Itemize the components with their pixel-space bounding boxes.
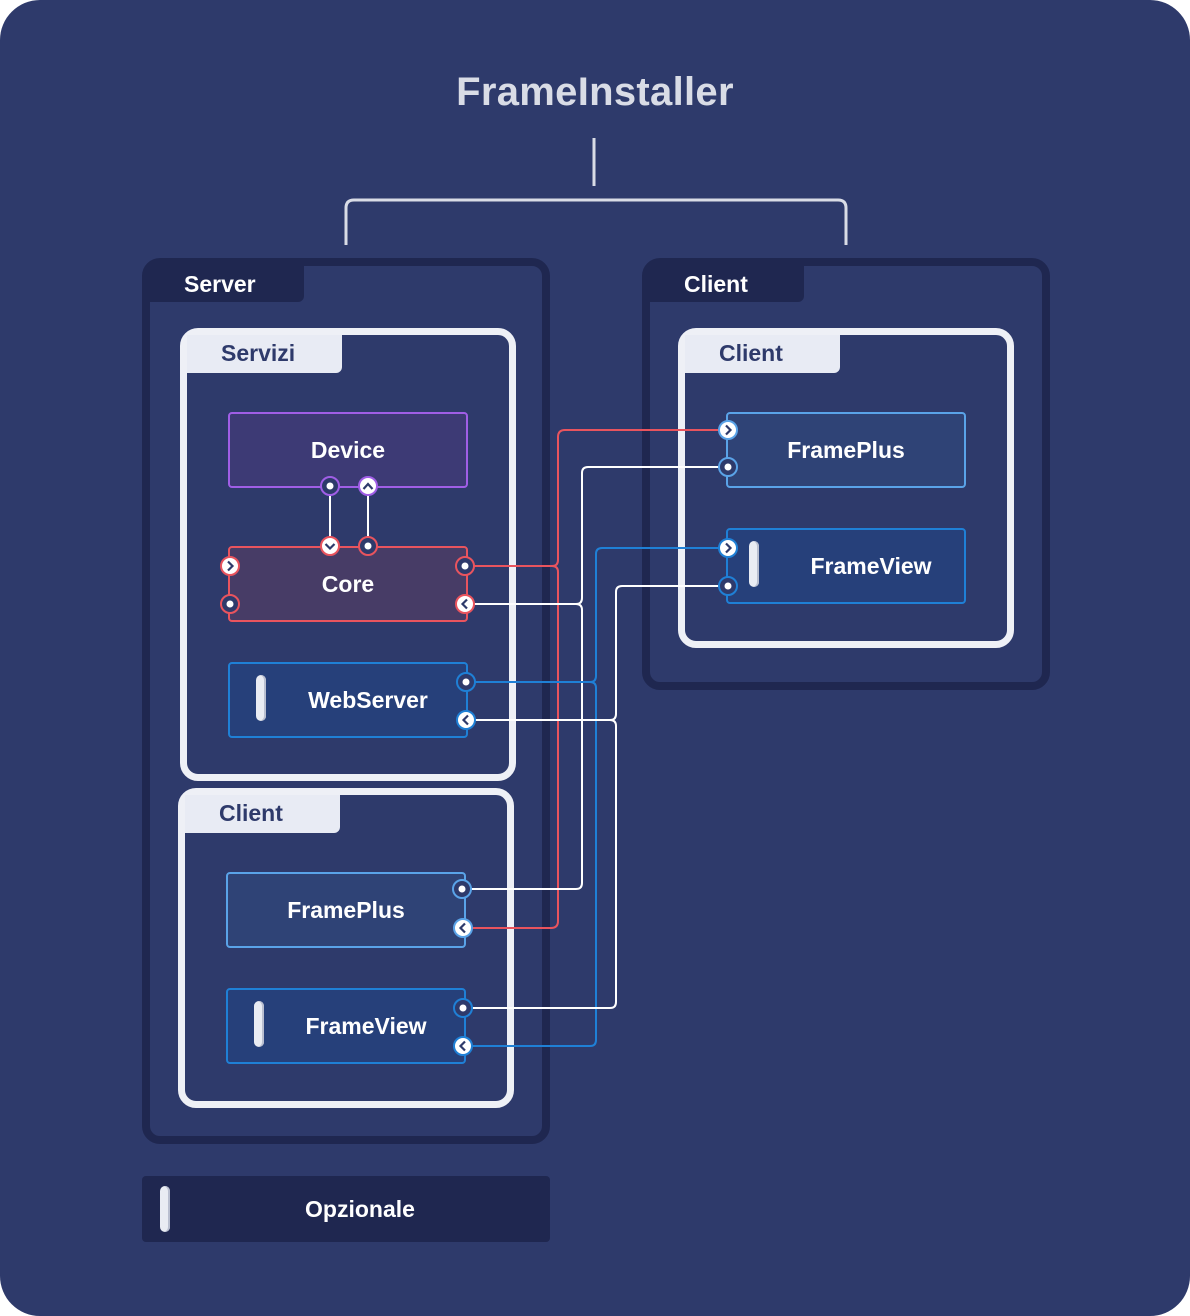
device-node[interactable]: Device	[228, 412, 468, 488]
client-frameview-node[interactable]: FrameView	[726, 528, 966, 604]
client-frameplus-out-port	[718, 457, 738, 477]
server-frameview-node[interactable]: FrameView	[226, 988, 466, 1064]
client-label: Client	[650, 266, 804, 302]
webserver-label: WebServer	[308, 686, 428, 713]
server-frameplus-node[interactable]: FramePlus	[226, 872, 466, 948]
device-in-port	[358, 476, 378, 496]
webserver-out-port	[456, 672, 476, 692]
server-frameview-in-port	[453, 1036, 473, 1056]
server-container: Server	[142, 258, 550, 1144]
client-frameplus-in-port	[718, 420, 738, 440]
core-label: Core	[321, 570, 375, 597]
client-inner-container: Client	[678, 328, 1014, 648]
device-core-connector	[329, 486, 369, 545]
core-out-port-device	[358, 536, 378, 556]
server-frameplus-out-port	[452, 879, 472, 899]
webserver-in-port	[456, 710, 476, 730]
core-left-in-port	[220, 556, 240, 576]
server-frameview-out-port	[453, 998, 473, 1018]
core-in-port-device	[320, 536, 340, 556]
core-right-in-port	[455, 594, 475, 614]
client-container: Client	[642, 258, 1050, 690]
server-label: Server	[150, 266, 304, 302]
device-label: Device	[310, 436, 386, 463]
device-out-port	[320, 476, 340, 496]
client-frameplus-node[interactable]: FramePlus	[726, 412, 966, 488]
frameplus-core-connector	[462, 466, 728, 890]
webserver-optional-marker	[256, 675, 266, 721]
core-node[interactable]: Core	[228, 546, 468, 622]
services-label: Servizi	[187, 335, 342, 373]
client-frameplus-label: FramePlus	[787, 436, 905, 463]
core-left-out-port	[220, 594, 240, 614]
title-tree-connector	[344, 138, 848, 245]
diagram-title: FrameInstaller	[456, 70, 734, 114]
webserver-node[interactable]: WebServer	[228, 662, 468, 738]
webserver-frameview-connector	[463, 547, 728, 1047]
legend-optional-label: Opzionale	[305, 1196, 415, 1222]
legend: Opzionale	[142, 1176, 550, 1242]
client-inner-label: Client	[685, 335, 840, 373]
core-frameplus-connector	[463, 429, 728, 929]
frameview-webserver-connector	[463, 585, 728, 1009]
client-frameview-label: FrameView	[810, 552, 932, 579]
services-container: Servizi	[180, 328, 516, 781]
legend-optional-marker	[160, 1186, 170, 1232]
client-frameview-in-port	[718, 538, 738, 558]
server-client-container: Client	[178, 788, 514, 1108]
server-frameplus-in-port	[453, 918, 473, 938]
server-frameview-label: FrameView	[305, 1012, 427, 1039]
server-frameview-optional-marker	[254, 1001, 264, 1047]
core-right-out-port	[455, 556, 475, 576]
client-frameview-optional-marker	[749, 541, 759, 587]
server-frameplus-label: FramePlus	[287, 896, 405, 923]
server-client-label: Client	[185, 795, 340, 833]
client-frameview-out-port	[718, 576, 738, 596]
